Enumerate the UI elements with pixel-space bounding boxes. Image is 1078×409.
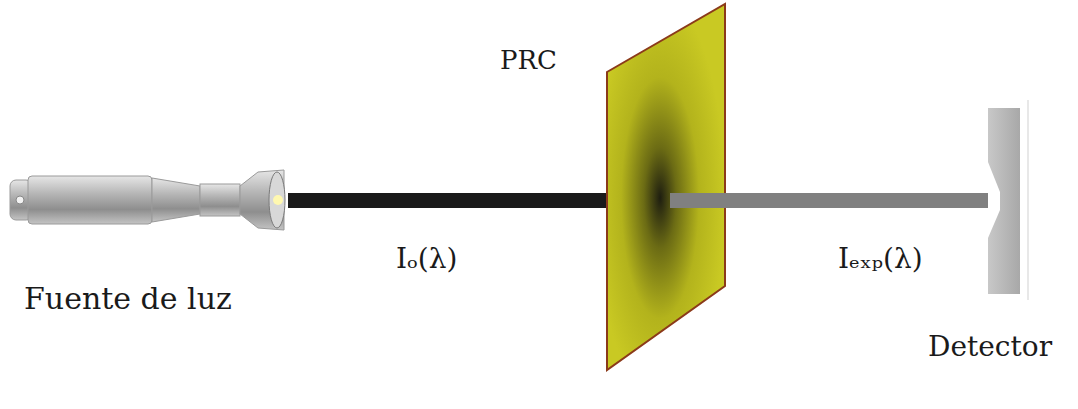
intensity-label: Iₒ(λ) <box>396 244 457 275</box>
intensity-label: Iₑₓₚ(λ) <box>838 244 923 275</box>
detector-label: Detector <box>928 332 1052 363</box>
source-label: Fuente de luz <box>24 282 232 315</box>
plate-label: PRC <box>500 46 557 75</box>
incident-beam <box>288 193 608 208</box>
flashlight <box>10 170 285 230</box>
transmitted-beam <box>670 193 988 208</box>
detector-symbol <box>988 100 1028 300</box>
prc-plate <box>607 4 725 370</box>
